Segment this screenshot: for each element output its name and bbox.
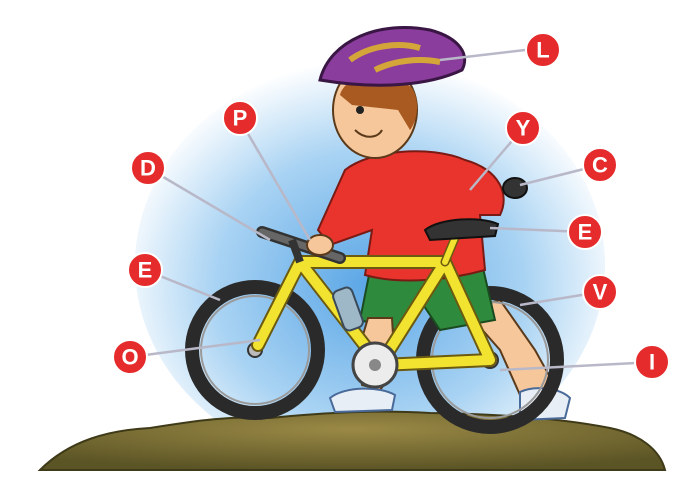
crank-hub [369, 359, 381, 371]
ground [40, 412, 665, 470]
badge-label: C [592, 153, 608, 178]
badge-label: V [593, 280, 608, 305]
badge-D: D [131, 151, 165, 185]
badge-label: Y [516, 116, 531, 141]
rider-front-shoe [330, 389, 395, 412]
rider-eye [356, 106, 364, 114]
badge-label: O [121, 345, 138, 370]
badge-Y: Y [506, 111, 540, 145]
helmet [320, 27, 465, 85]
badge-C: C [583, 148, 617, 182]
badge-label: D [140, 156, 156, 181]
rider-left-hand [307, 235, 333, 255]
badge-label: E [138, 258, 153, 283]
badge-label: I [649, 350, 655, 375]
badge-O: O [113, 340, 147, 374]
badge-L: L [526, 33, 560, 67]
badge-label: E [578, 220, 593, 245]
badge-E-left: E [128, 253, 162, 287]
badge-P: P [223, 101, 257, 135]
badge-E-right: E [568, 215, 602, 249]
badge-V: V [583, 275, 617, 309]
badge-label: L [536, 38, 549, 63]
elbow-pad [503, 178, 527, 198]
badge-label: P [233, 106, 248, 131]
badge-I: I [635, 345, 669, 379]
